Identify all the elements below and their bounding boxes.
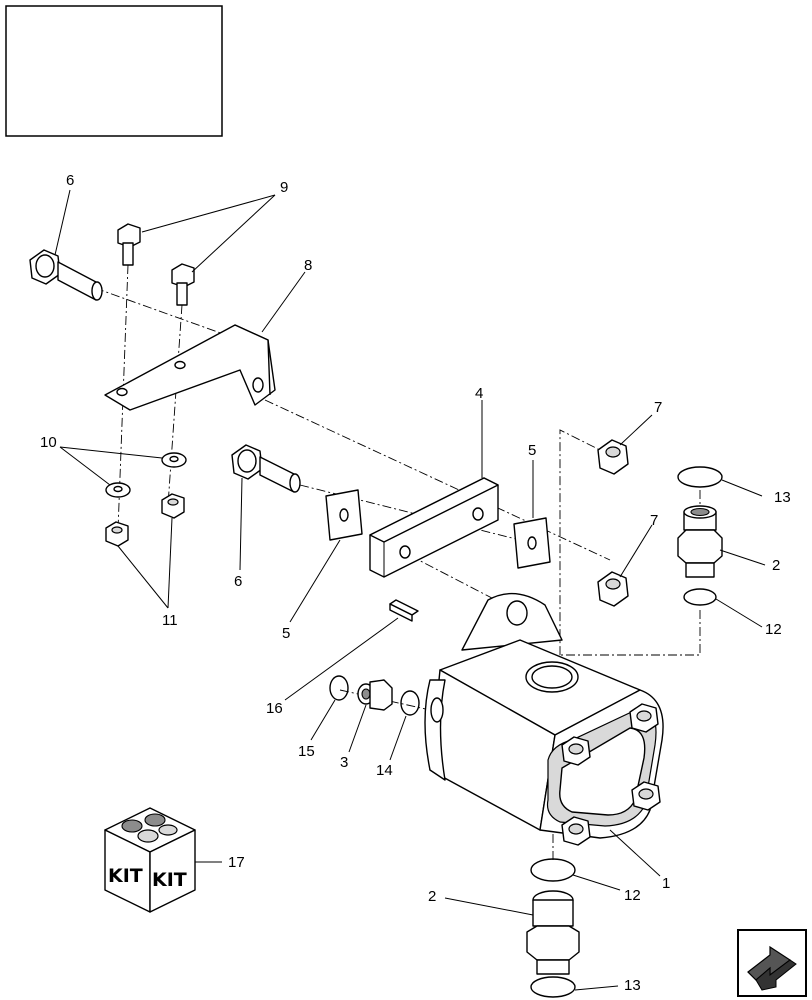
- kit-box-icon: KIT KIT: [104, 807, 196, 913]
- callout-13-upper: 13: [774, 489, 791, 506]
- pump-cover-bolt-1: [561, 736, 591, 766]
- bolt-small-2: [171, 263, 195, 306]
- kit-label-left: KIT: [108, 865, 143, 887]
- callout-14: 14: [376, 762, 393, 779]
- callout-labels: 6 9 8 10 11 4 5 7 7 13 2 12 6 5 16 15 3 …: [40, 172, 791, 994]
- callout-12-lower: 12: [624, 887, 641, 904]
- callout-4: 4: [475, 385, 483, 402]
- callout-7-lower: 7: [650, 512, 658, 529]
- callout-2-lower: 2: [428, 888, 436, 905]
- bolt-small-1: [117, 223, 141, 266]
- callout-12-upper: 12: [765, 621, 782, 638]
- callout-6-lower: 6: [234, 573, 242, 590]
- callout-16: 16: [266, 700, 283, 717]
- o-ring-13-lower: [530, 976, 576, 998]
- lock-nut-2: [597, 571, 629, 607]
- o-ring-13-upper: [677, 466, 723, 488]
- callout-5-left: 5: [282, 625, 290, 642]
- callout-1: 1: [662, 875, 670, 892]
- pump-cover-bolt-3: [561, 816, 591, 846]
- callout-8: 8: [304, 257, 312, 274]
- shaft-key: [389, 599, 419, 622]
- callout-15: 15: [298, 743, 315, 760]
- washer-2: [161, 452, 187, 468]
- o-ring-14: [400, 690, 420, 716]
- o-ring-15: [329, 675, 349, 701]
- bolt-upper: [29, 249, 103, 301]
- title-box: [5, 5, 223, 137]
- pump-cover-bolt-4: [631, 781, 661, 811]
- o-ring-12-upper: [683, 588, 717, 606]
- hydraulic-pump: [424, 592, 664, 846]
- callout-3: 3: [340, 754, 348, 771]
- lock-nut-1: [597, 439, 629, 475]
- pump-cover-bolt-2: [629, 703, 659, 733]
- callout-11: 11: [162, 612, 178, 629]
- plug-fitting: [357, 679, 393, 711]
- fitting-lower: [526, 890, 580, 975]
- mounting-bracket: [104, 324, 276, 411]
- washer-1: [105, 482, 131, 498]
- callout-10: 10: [40, 434, 57, 451]
- nut-1: [105, 521, 129, 547]
- leader-lines: [54, 189, 766, 991]
- callout-9: 9: [280, 179, 288, 196]
- o-ring-12-lower: [530, 858, 576, 882]
- nut-2: [161, 493, 185, 519]
- spacer-bar: [369, 477, 499, 578]
- callout-5-right: 5: [528, 442, 536, 459]
- callout-6-upper: 6: [66, 172, 74, 189]
- fitting-upper: [677, 505, 723, 578]
- spacer-plate-left: [325, 489, 363, 541]
- callout-7-upper: 7: [654, 399, 662, 416]
- spacer-plate-right: [513, 517, 551, 569]
- callout-13-lower: 13: [624, 977, 641, 994]
- bolt-lower: [231, 444, 301, 493]
- kit-label-right: KIT: [152, 869, 187, 891]
- callout-2-upper: 2: [772, 557, 780, 574]
- next-page-arrow-icon[interactable]: [737, 929, 807, 997]
- callout-17: 17: [228, 854, 245, 871]
